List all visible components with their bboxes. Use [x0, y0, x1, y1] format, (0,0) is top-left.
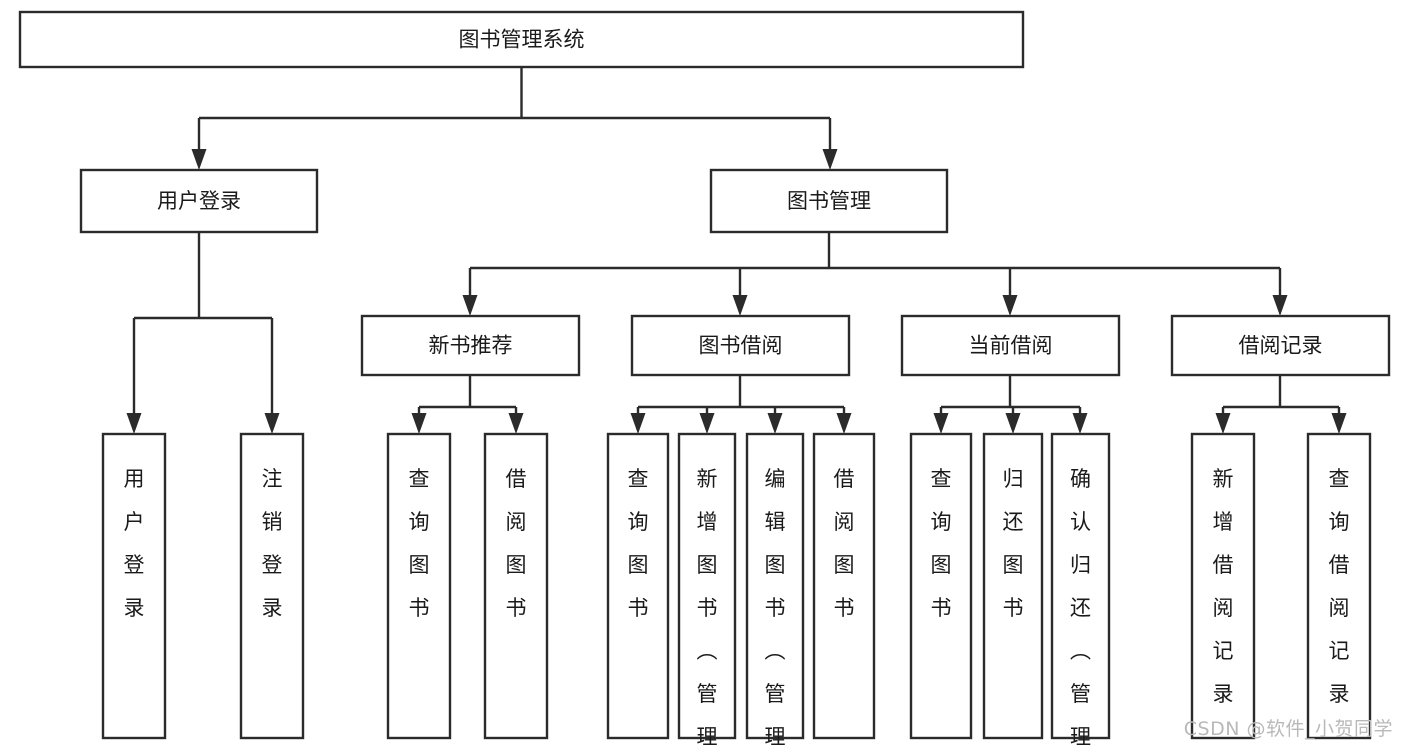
node-l3-new-book[interactable]: 新书推荐	[360, 314, 581, 377]
node-label-l3-borrow-record: 借阅记录	[1239, 334, 1323, 358]
node-leaf-borrow-book[interactable]: 借阅图书	[812, 432, 876, 740]
node-leaf-borrow-book-new[interactable]: 借阅图书	[483, 432, 549, 740]
node-l2-user-login[interactable]: 用户登录	[79, 168, 319, 234]
node-label-leaf-edit-book: 编辑图书︵管理员︶	[765, 467, 786, 747]
arrowhead-borrow-record	[1272, 295, 1288, 316]
arrowhead-leaf-logout	[264, 413, 280, 434]
node-leaf-add-record[interactable]: 新增借阅记录	[1190, 432, 1256, 740]
arrowhead-user-login	[191, 149, 207, 170]
node-label-leaf-query-record: 查询借阅记录	[1329, 467, 1350, 706]
node-label-leaf-query-book-new: 查询图书	[409, 467, 430, 620]
arrowhead-borrow	[732, 295, 748, 316]
node-label-leaf-borrow-book-new: 借阅图书	[506, 467, 527, 620]
node-box-root[interactable]	[18, 10, 1025, 69]
node-label-l3-borrow: 图书借阅	[699, 334, 783, 358]
arrowhead-leaf-return-book	[1005, 413, 1021, 434]
node-label-leaf-borrow-book: 借阅图书	[834, 467, 855, 620]
arrowhead-leaf-add-record	[1215, 413, 1231, 434]
connector-layer	[126, 67, 1347, 434]
arrowhead-leaf-query-record	[1331, 413, 1347, 434]
node-box-l3-current-borrow[interactable]	[900, 314, 1121, 377]
arrowhead-new-book	[462, 295, 478, 316]
node-l2-book-manage[interactable]: 图书管理	[709, 168, 949, 234]
node-layer: 图书管理系统用户登录图书管理新书推荐图书借阅当前借阅借阅记录用户登录注销登录查询…	[18, 10, 1391, 747]
node-leaf-query-book-borrow[interactable]: 查询图书	[606, 432, 670, 740]
node-box-leaf-borrow-book-new[interactable]	[483, 432, 549, 740]
node-leaf-add-book[interactable]: 新增图书︵管理员︶	[677, 432, 737, 747]
node-leaf-edit-book[interactable]: 编辑图书︵管理员︶	[745, 432, 805, 747]
node-label-l2-book-manage: 图书管理	[787, 189, 871, 213]
node-box-leaf-borrow-book[interactable]	[812, 432, 876, 740]
node-label-leaf-confirm-return: 确认归还︵管理员︶	[1070, 467, 1091, 747]
node-box-l2-user-login[interactable]	[79, 168, 319, 234]
node-leaf-user-login[interactable]: 用户登录	[101, 432, 167, 740]
node-label-root: 图书管理系统	[459, 28, 585, 52]
arrowhead-book-manage	[822, 149, 838, 170]
node-label-leaf-query-book-borrow: 查询图书	[628, 467, 649, 620]
node-label-l2-user-login: 用户登录	[157, 189, 241, 213]
arrowhead-leaf-confirm-return	[1072, 413, 1088, 434]
node-label-leaf-logout: 注销登录	[262, 467, 283, 620]
node-box-l3-borrow-record[interactable]	[1170, 314, 1391, 377]
node-leaf-query-book-current[interactable]: 查询图书	[909, 432, 973, 740]
node-label-leaf-user-login: 用户登录	[124, 467, 145, 620]
node-box-leaf-edit-book[interactable]	[745, 432, 805, 740]
node-box-leaf-user-login[interactable]	[101, 432, 167, 740]
node-box-l2-book-manage[interactable]	[709, 168, 949, 234]
node-box-leaf-query-book-current[interactable]	[909, 432, 973, 740]
arrowhead-leaf-query-book-borrow	[630, 413, 646, 434]
node-box-leaf-add-book[interactable]	[677, 432, 737, 740]
node-l3-borrow[interactable]: 图书借阅	[630, 314, 851, 377]
node-label-leaf-add-book: 新增图书︵管理员︶	[697, 467, 718, 747]
node-leaf-confirm-return[interactable]: 确认归还︵管理员︶	[1050, 432, 1111, 747]
node-box-leaf-query-record[interactable]	[1306, 432, 1372, 740]
node-l3-borrow-record[interactable]: 借阅记录	[1170, 314, 1391, 377]
arrowhead-leaf-user-login	[126, 413, 142, 434]
node-box-leaf-confirm-return[interactable]	[1050, 432, 1111, 740]
arrowhead-current-borrow	[1002, 295, 1018, 316]
node-label-leaf-return-book: 归还图书	[1003, 467, 1024, 620]
node-leaf-return-book[interactable]: 归还图书	[982, 432, 1044, 740]
node-leaf-query-record[interactable]: 查询借阅记录	[1306, 432, 1372, 740]
node-box-leaf-return-book[interactable]	[982, 432, 1044, 740]
node-l3-current-borrow[interactable]: 当前借阅	[900, 314, 1121, 377]
arrowhead-leaf-borrow-book-new	[508, 413, 524, 434]
node-box-leaf-add-record[interactable]	[1190, 432, 1256, 740]
node-label-l3-current-borrow: 当前借阅	[969, 334, 1053, 358]
arrowhead-leaf-query-book-current	[933, 413, 949, 434]
node-root[interactable]: 图书管理系统	[18, 10, 1025, 69]
arrowhead-leaf-add-book	[699, 413, 715, 434]
node-leaf-query-book-new[interactable]: 查询图书	[386, 432, 452, 740]
node-box-leaf-logout[interactable]	[239, 432, 305, 740]
node-label-l3-new-book: 新书推荐	[429, 334, 513, 358]
node-leaf-logout[interactable]: 注销登录	[239, 432, 305, 740]
node-label-leaf-add-record: 新增借阅记录	[1213, 467, 1234, 706]
node-label-leaf-query-book-current: 查询图书	[931, 467, 952, 620]
node-box-leaf-query-book-new[interactable]	[386, 432, 452, 740]
arrowhead-leaf-query-book-new	[411, 413, 427, 434]
node-box-leaf-query-book-borrow[interactable]	[606, 432, 670, 740]
node-box-l3-borrow[interactable]	[630, 314, 851, 377]
arrowhead-leaf-borrow-book	[836, 413, 852, 434]
arrowhead-leaf-edit-book	[767, 413, 783, 434]
node-box-l3-new-book[interactable]	[360, 314, 581, 377]
